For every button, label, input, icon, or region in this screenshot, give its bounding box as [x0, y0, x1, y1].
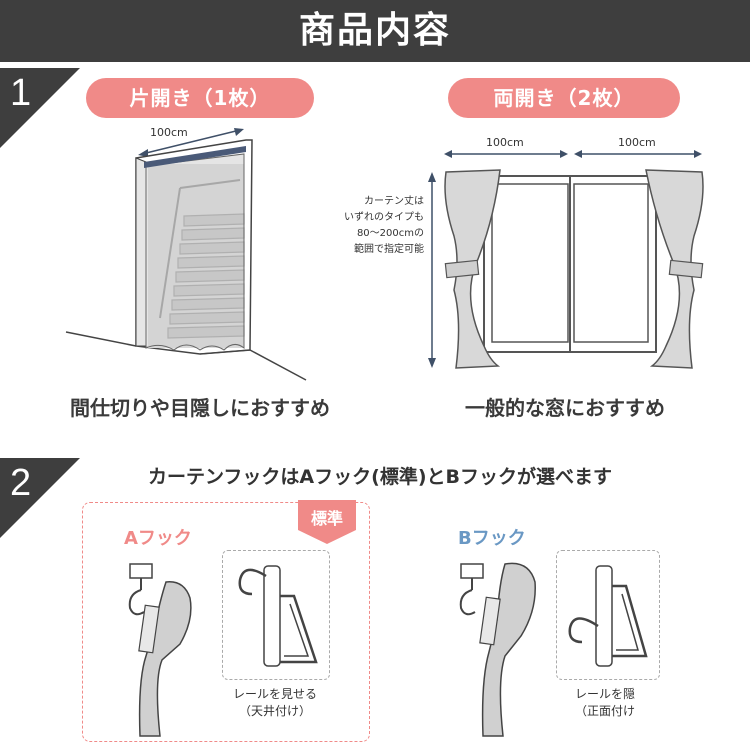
hook-a-detail-box: [222, 550, 330, 680]
section2-number: 2: [10, 462, 32, 504]
section2-badge: [0, 458, 80, 538]
double-width-label-left: 100cm: [486, 136, 524, 149]
length-note-line: 範囲で指定可能: [354, 244, 424, 255]
section1-badge: [0, 68, 80, 148]
length-note: カーテン丈は いずれのタイプも 80〜200cmの 範囲で指定可能: [312, 194, 424, 258]
hook-a-caption: レールを見せる （天井付け）: [210, 686, 340, 720]
hook-b-caption-line: レールを隠: [574, 687, 635, 701]
hook-a-panel: [82, 502, 370, 742]
double-panel-illustration: [428, 150, 704, 369]
double-width-label-right: 100cm: [618, 136, 656, 149]
length-note-line: 80〜200cmの: [356, 228, 424, 239]
hook-b-detail-box: [556, 550, 660, 680]
page-title: 商品内容: [298, 10, 451, 51]
double-panel-pill: 両開き（2枚）: [448, 78, 680, 118]
standard-badge: [298, 500, 356, 544]
hook-b-detail-icon: [568, 565, 648, 667]
section1-number: 1: [10, 72, 32, 114]
hook-a-detail-icon: [238, 565, 318, 667]
single-panel-caption: 間仕切りや目隠しにおすすめ: [70, 396, 330, 420]
length-note-line: いずれのタイプも: [344, 212, 424, 223]
hook-b-caption: レールを隠 （正面付け: [540, 686, 670, 720]
hook-b-caption-line: （正面付け: [574, 704, 635, 718]
length-note-line: カーテン丈は: [364, 196, 424, 207]
hook-a-caption-line: レールを見せる: [232, 687, 317, 701]
hook-b-curtain-illustration: [459, 562, 536, 737]
standard-badge-label: 標準: [310, 509, 343, 528]
hook-b-label: Bフック: [458, 528, 526, 549]
section2-title: カーテンフックはAフック(標準)とBフックが選べます: [148, 466, 612, 488]
hook-a-caption-line: （天井付け）: [238, 704, 311, 718]
hook-a-curtain-illustration: [128, 563, 192, 737]
hook-a-label: Aフック: [124, 528, 192, 549]
single-width-label: 100cm: [150, 126, 188, 139]
single-panel-illustration: [65, 128, 307, 381]
single-panel-pill: 片開き（1枚）: [86, 78, 314, 118]
header-bar: [0, 0, 750, 62]
double-panel-caption: 一般的な窓におすすめ: [465, 396, 665, 420]
